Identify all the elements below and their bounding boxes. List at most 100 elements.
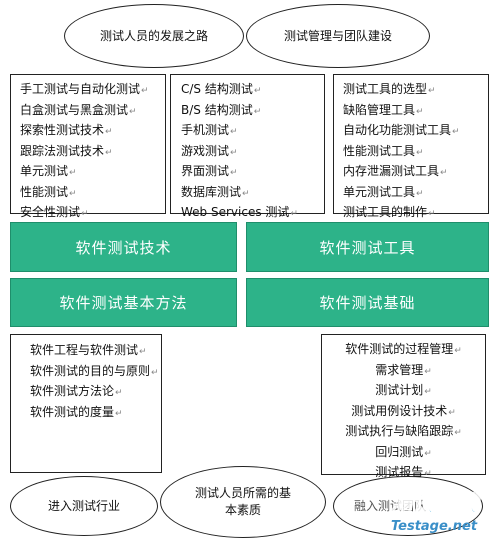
fundamental-item: 测试计划↵ (322, 381, 485, 402)
technique-item: 性能测试↵ (20, 183, 165, 204)
test-type-item-label: 游戏测试 (181, 143, 230, 158)
method-item-label: 软件测试的目的与原则 (30, 363, 151, 378)
box-software-testing-fundamentals: 软件测试基础 (246, 278, 489, 327)
fundamental-item-label: 需求管理 (375, 362, 424, 377)
test-type-item-label: 手机测试 (181, 123, 230, 137)
paragraph-mark-icon: ↵ (115, 408, 123, 419)
box-software-testing-tools: 软件测试工具 (246, 222, 489, 272)
box-testing-tools-list: 测试工具的选型↵缺陷管理工具↵自动化功能测试工具↵性能测试工具↵内存泄漏测试工具… (333, 74, 489, 219)
tool-item: 缺陷管理工具↵ (343, 101, 488, 122)
paragraph-mark-icon: ↵ (428, 86, 436, 96)
paragraph-mark-icon: ↵ (454, 428, 462, 438)
fundamental-item: 回归测试↵ (322, 443, 485, 464)
test-type-item: 界面测试↵ (181, 162, 324, 183)
paragraph-mark-icon: ↵ (129, 106, 137, 117)
method-item: 软件测试的度量↵ (30, 403, 161, 424)
tool-item: 内存泄漏测试工具↵ (343, 162, 488, 183)
paragraph-mark-icon: ↵ (105, 127, 113, 137)
test-type-item: Web Services 测试↵ (181, 203, 324, 224)
fundamental-item: 软件测试的过程管理↵ (322, 340, 485, 361)
fundamental-item-label: 回归测试 (375, 444, 424, 459)
ellipse-tester-qualities-line2: 本素质 (224, 503, 261, 517)
paragraph-mark-icon: ↵ (424, 387, 432, 397)
technique-item: 单元测试↵ (20, 162, 165, 183)
paragraph-mark-icon: ↵ (115, 388, 123, 398)
fundamental-item: 需求管理↵ (322, 361, 485, 382)
ellipse-tester-qualities-line1: 测试人员所需的基 (194, 486, 291, 500)
testage-logo: 测试时代 Testage.net (389, 492, 481, 535)
technique-item: 探索性测试技术↵ (20, 121, 165, 142)
paragraph-mark-icon: ↵ (448, 407, 456, 418)
paragraph-mark-icon: ↵ (242, 188, 250, 199)
box-testing-techniques-list: 手工测试与自动化测试↵白盒测试与黑盒测试↵探索性测试技术↵跟踪法测试技术↵单元测… (10, 74, 166, 219)
method-item: 软件测试方法论↵ (30, 382, 161, 403)
tool-item: 测试工具的制作↵ (343, 203, 488, 224)
paragraph-mark-icon: ↵ (424, 469, 432, 479)
technique-item-label: 单元测试 (20, 164, 69, 178)
paragraph-mark-icon: ↵ (428, 209, 436, 219)
box-testing-methods-list: 软件工程与软件测试↵软件测试的目的与原则↵软件测试方法论↵软件测试的度量↵ (10, 334, 162, 473)
test-type-item: C/S 结构测试↵ (181, 80, 324, 101)
paragraph-mark-icon: ↵ (416, 147, 424, 158)
box-software-testing-methods: 软件测试基本方法 (10, 278, 237, 327)
ellipse-test-management-label: 测试管理与团队建设 (283, 28, 392, 43)
tool-item-label: 内存泄漏测试工具 (343, 164, 440, 178)
tool-item-label: 测试工具的选型 (343, 82, 428, 96)
technique-item-label: 安全性测试 (20, 205, 81, 219)
technique-item: 手工测试与自动化测试↵ (20, 80, 165, 101)
paragraph-mark-icon: ↵ (139, 347, 147, 357)
ellipse-tester-qualities: 测试人员所需的基 本素质 (160, 466, 326, 538)
paragraph-mark-icon: ↵ (416, 188, 424, 199)
paragraph-mark-icon: ↵ (105, 147, 113, 158)
paragraph-mark-icon: ↵ (230, 147, 238, 158)
ellipse-join-testing-team: 融入测试团队 (333, 476, 483, 536)
paragraph-mark-icon: ↵ (230, 168, 238, 178)
ellipse-enter-testing-industry-label: 进入测试行业 (47, 498, 120, 513)
ellipse-join-testing-team-label: 融入测试团队 (354, 498, 427, 513)
method-item: 软件测试的目的与原则↵ (30, 362, 161, 383)
box-software-testing-fundamentals-label: 软件测试基础 (319, 294, 416, 312)
technique-item: 安全性测试↵ (20, 203, 165, 224)
test-type-item-label: B/S 结构测试 (181, 102, 253, 117)
box-testing-fundamentals-list: 软件测试的过程管理↵需求管理↵测试计划↵测试用例设计技术↵测试执行与缺陷跟踪↵回… (321, 334, 486, 479)
tool-item-label: 单元测试工具 (343, 184, 416, 199)
tool-item: 自动化功能测试工具↵ (343, 121, 488, 142)
tool-item-label: 缺陷管理工具 (343, 102, 416, 117)
tool-item: 单元测试工具↵ (343, 183, 488, 204)
ellipse-tester-career-path-label: 测试人员的发展之路 (99, 28, 208, 43)
technique-item-label: 跟踪法测试技术 (20, 143, 105, 158)
test-type-item-label: 界面测试 (181, 164, 230, 178)
fundamental-item-label: 测试计划 (375, 383, 424, 397)
tool-item: 测试工具的选型↵ (343, 80, 488, 101)
fundamental-item-label: 测试执行与缺陷跟踪 (345, 424, 454, 438)
technique-item-label: 手工测试与自动化测试 (20, 82, 141, 96)
technique-item: 跟踪法测试技术↵ (20, 142, 165, 163)
method-item-label: 软件工程与软件测试 (30, 343, 139, 357)
paragraph-mark-icon: ↵ (424, 366, 432, 377)
testage-logo-main: 测试时代 (390, 492, 481, 517)
test-type-item: 手机测试↵ (181, 121, 324, 142)
test-type-item: B/S 结构测试↵ (181, 101, 324, 122)
tool-item: 性能测试工具↵ (343, 142, 488, 163)
paragraph-mark-icon: ↵ (69, 188, 77, 199)
test-type-item-label: 数据库测试 (181, 184, 242, 199)
test-type-item: 游戏测试↵ (181, 142, 324, 163)
paragraph-mark-icon: ↵ (290, 209, 298, 219)
paragraph-mark-icon: ↵ (253, 86, 262, 96)
fundamental-item: 测试用例设计技术↵ (322, 402, 485, 423)
tool-item-label: 自动化功能测试工具 (343, 123, 452, 137)
paragraph-mark-icon: ↵ (141, 86, 149, 96)
paragraph-mark-icon: ↵ (253, 106, 262, 117)
box-software-testing-tools-label: 软件测试工具 (319, 238, 416, 257)
method-item-label: 软件测试的度量 (30, 404, 115, 419)
paragraph-mark-icon: ↵ (424, 448, 432, 459)
paragraph-mark-icon: ↵ (69, 168, 77, 178)
paragraph-mark-icon: ↵ (454, 346, 462, 356)
tool-item-label: 测试工具的制作 (343, 205, 428, 219)
ellipse-tester-career-path: 测试人员的发展之路 (64, 4, 244, 68)
test-type-item-label: Web Services 测试 (181, 205, 290, 219)
paragraph-mark-icon: ↵ (440, 168, 448, 178)
technique-item-label: 性能测试 (20, 184, 69, 199)
paragraph-mark-icon: ↵ (416, 106, 424, 117)
testage-logo-sub: Testage.net (391, 519, 478, 534)
